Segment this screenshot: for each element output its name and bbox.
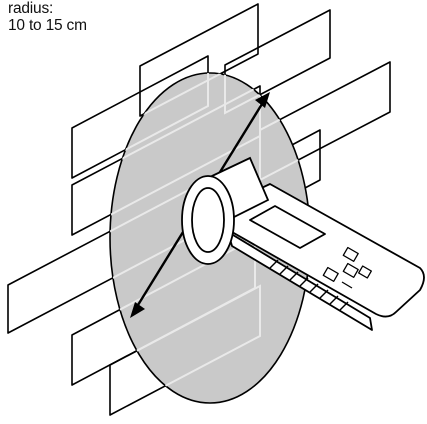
device-buttons-icon: [322, 246, 372, 289]
brick: [139, 3, 259, 117]
device-screen: [249, 205, 326, 249]
radius-value: 10 to 15 cm: [8, 17, 87, 34]
sensor-head: [181, 156, 270, 265]
device-grip: [269, 259, 349, 311]
radius-annotation: radius: 10 to 15 cm: [8, 0, 87, 34]
measurement-device-icon: [224, 183, 425, 331]
radius-label: radius:: [8, 0, 54, 17]
